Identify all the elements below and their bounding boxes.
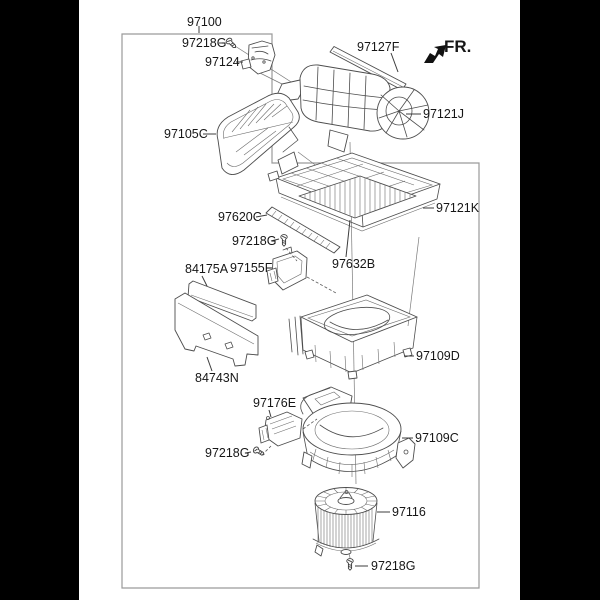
part-97620c-filter-seal-drawing [265, 206, 341, 254]
part-label-97121j: 97121J [423, 107, 464, 121]
diagram-frame [121, 33, 480, 589]
part-label-97124: 97124 [205, 55, 240, 69]
diagram-sheet [79, 0, 520, 600]
part-label-97155f: 97155F [230, 261, 273, 275]
part-label-84743n: 84743N [195, 371, 239, 385]
part-84743n-cover-panel-drawing [174, 292, 259, 367]
part-label-97105c: 97105C [164, 127, 208, 141]
part-label-84175a: 84175A [185, 262, 229, 276]
part-label-97218g-mid: 97218G [232, 234, 276, 248]
part-97632b-cabin-filter-drawing [298, 175, 417, 219]
part-label-97218g-bottom: 97218G [371, 559, 415, 573]
part-label-97176e: 97176E [253, 396, 296, 410]
callout-leader-lines [198, 26, 434, 567]
part-97176e-transistor-drawing [258, 411, 303, 447]
part-label-97116: 97116 [392, 505, 426, 519]
fastener-leader-lines [261, 247, 351, 559]
part-97109d-upper-case-drawing [288, 294, 418, 380]
part-97155f-resistor-drawing [266, 246, 308, 291]
fr-label: FR. [444, 37, 471, 56]
fr-arrow-icon [424, 45, 446, 63]
orientation-marker: FR. [424, 37, 471, 63]
part-label-97127f: 97127F [357, 40, 400, 54]
part-97109c-lower-case-drawing [300, 387, 416, 477]
part-97124-actuator-drawing [240, 40, 276, 75]
part-label-97109c: 97109C [415, 431, 459, 445]
part-97121j-inlet-duct-drawing [276, 64, 430, 153]
part-label-97620c: 97620C [218, 210, 262, 224]
callout-labels: 97100 97218G 97124 97127F 97121J 97105C … [164, 15, 480, 573]
part-label-97109d: 97109D [416, 349, 460, 363]
part-label-97632b: 97632B [332, 257, 375, 271]
part-label-97100: 97100 [187, 15, 222, 29]
part-label-97218g-top: 97218G [182, 36, 226, 50]
part-97116-blower-fan-drawing [312, 487, 380, 557]
part-label-97218g-lower: 97218G [205, 446, 249, 460]
part-label-97121k: 97121K [436, 201, 480, 215]
part-97105c-duct-cover-drawing [216, 92, 300, 175]
